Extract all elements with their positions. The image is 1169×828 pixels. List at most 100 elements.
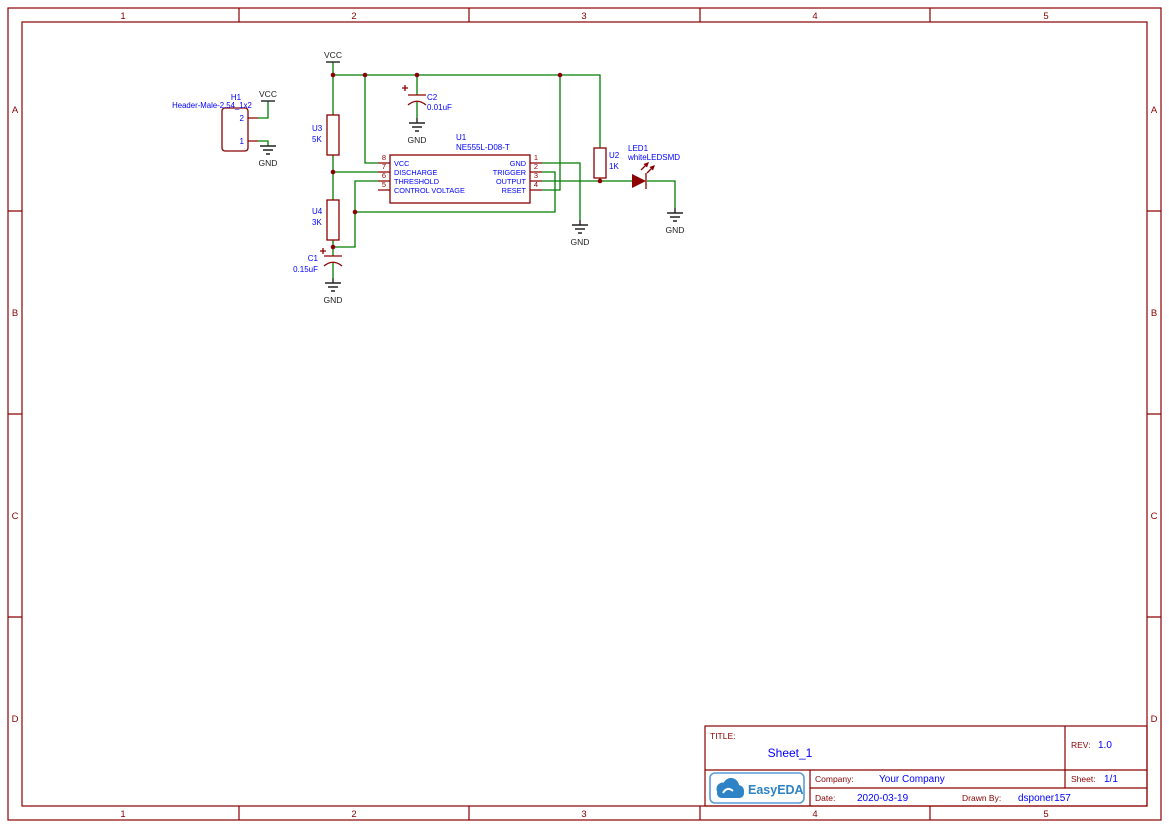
wire-gnd-pin1[interactable] bbox=[542, 162, 581, 220]
u1-part-name: NE555L-D08-T bbox=[456, 143, 510, 152]
wire-reset-vcc[interactable] bbox=[542, 75, 561, 191]
wire-h1-pin1-gnd[interactable] bbox=[258, 140, 269, 146]
gnd-label: GND bbox=[666, 225, 685, 235]
junction-dot bbox=[330, 169, 336, 175]
wire-h1-pin2-vcc[interactable] bbox=[258, 101, 269, 119]
frame-col-label: 1 bbox=[120, 809, 125, 820]
junction-dot bbox=[330, 244, 336, 250]
frame-row-label: A bbox=[12, 105, 19, 116]
frame-ticks bbox=[8, 8, 1161, 820]
resistor-u3-body[interactable] bbox=[326, 114, 340, 156]
vcc-label: VCC bbox=[259, 89, 277, 99]
ic-u1-body[interactable] bbox=[389, 154, 531, 204]
title-block: TITLE: Sheet_1 REV: 1.0 Sheet: 1/1 Compa… bbox=[704, 725, 1148, 807]
date-value: 2020-03-19 bbox=[857, 793, 909, 804]
gnd-symbol bbox=[260, 145, 276, 155]
ic-u1[interactable]: U1 NE555L-D08-T 8 7 6 5 1 2 3 4 VCC DISC… bbox=[378, 133, 542, 204]
c1-plate-bottom[interactable] bbox=[323, 261, 343, 267]
vcc-flag-top[interactable]: VCC bbox=[324, 50, 342, 63]
h1-pin1-number: 1 bbox=[240, 137, 245, 146]
gnd-symbol bbox=[409, 118, 425, 132]
frame-inner-border bbox=[21, 21, 1148, 807]
c1-plus-sign bbox=[320, 248, 326, 254]
u2-ref: U2 bbox=[609, 151, 620, 160]
u4-ref: U4 bbox=[312, 207, 323, 216]
u1-pin-name-output: OUTPUT bbox=[496, 177, 527, 186]
u1-pin-name-trigger: TRIGGER bbox=[493, 168, 526, 177]
easyeda-logo: EasyEDA bbox=[709, 772, 805, 804]
junction-dot bbox=[362, 72, 368, 78]
frame-row-label: B bbox=[12, 308, 18, 319]
frame-col-label: 3 bbox=[581, 11, 586, 22]
gnd-label: GND bbox=[408, 135, 427, 145]
u1-pin-stubs bbox=[378, 162, 542, 191]
wire-vcc-rail[interactable] bbox=[333, 74, 601, 148]
resistor-u3[interactable]: U3 5K bbox=[312, 114, 340, 156]
frame-col-label: 4 bbox=[812, 11, 817, 22]
h1-part-name: Header-Male-2.54_1x2 bbox=[172, 101, 252, 110]
junction-dot bbox=[414, 72, 420, 78]
u4-value: 3K bbox=[312, 218, 322, 227]
frame-row-label: D bbox=[12, 714, 19, 725]
frame-row-label: B bbox=[1151, 308, 1157, 319]
resistor-u2[interactable]: U2 1K bbox=[593, 147, 620, 179]
gnd-flag-c2[interactable]: GND bbox=[408, 118, 427, 145]
gnd-flag-c1[interactable]: GND bbox=[324, 278, 343, 305]
company-label: Company: bbox=[815, 774, 854, 784]
resistor-u2-body[interactable] bbox=[593, 147, 607, 179]
wire-pin8-vcc[interactable] bbox=[364, 75, 378, 164]
rev-label: REV: bbox=[1071, 740, 1091, 750]
frame-col-label: 1 bbox=[120, 11, 125, 22]
c2-value: 0.01uF bbox=[427, 103, 452, 112]
u1-pin3-number: 3 bbox=[534, 171, 538, 180]
frame-col-label: 2 bbox=[351, 11, 356, 22]
u3-value: 5K bbox=[312, 135, 322, 144]
led-led1[interactable]: LED1 whiteLEDSMD bbox=[627, 144, 680, 189]
junction-dot bbox=[557, 72, 563, 78]
capacitor-c1[interactable]: C1 0.15uF bbox=[293, 248, 343, 274]
junction-dot bbox=[330, 72, 336, 78]
junction-dot bbox=[352, 209, 358, 215]
gnd-flag-h1[interactable]: GND bbox=[259, 145, 278, 168]
led-triangle[interactable] bbox=[632, 174, 646, 188]
frame-col-label: 2 bbox=[351, 809, 356, 820]
capacitor-c2[interactable]: C2 0.01uF bbox=[402, 85, 452, 112]
frame-col-label: 5 bbox=[1043, 809, 1048, 820]
led-arrow-head bbox=[649, 165, 655, 171]
h1-pin-stubs bbox=[248, 117, 258, 142]
led1-ref: LED1 bbox=[628, 144, 649, 153]
c2-plate-bottom[interactable] bbox=[407, 100, 427, 106]
sheet-value: 1/1 bbox=[1104, 774, 1118, 785]
u1-pin-name-gnd: GND bbox=[510, 159, 526, 168]
u3-ref: U3 bbox=[312, 124, 323, 133]
wire-led-cathode-gnd[interactable] bbox=[647, 180, 676, 208]
gnd-label: GND bbox=[324, 295, 343, 305]
gnd-flag-ic[interactable]: GND bbox=[571, 220, 590, 247]
vcc-flag-h1[interactable]: VCC bbox=[259, 89, 277, 102]
connector-h1[interactable]: 2 1 H1 Header-Male-2.54_1x2 bbox=[172, 93, 258, 152]
u1-pin5-number: 5 bbox=[382, 180, 386, 189]
u1-pin8-number: 8 bbox=[382, 153, 386, 162]
u1-pin-name-threshold: THRESHOLD bbox=[394, 177, 439, 186]
wires bbox=[258, 62, 676, 278]
led-arrow-head bbox=[643, 162, 649, 168]
resistor-u4[interactable]: U4 3K bbox=[312, 199, 340, 241]
title-block-border bbox=[704, 725, 1148, 807]
wire-trigger[interactable] bbox=[355, 171, 556, 213]
title-block-dividers bbox=[705, 726, 1147, 806]
h1-pin2-number: 2 bbox=[240, 114, 245, 123]
drawn-by-value: dsponer157 bbox=[1018, 793, 1071, 804]
u1-pin-name-vcc: VCC bbox=[394, 159, 409, 168]
c2-plus-sign bbox=[402, 85, 408, 91]
u1-pin-name-discharge: DISCHARGE bbox=[394, 168, 438, 177]
u1-pin1-number: 1 bbox=[534, 153, 538, 162]
u1-pin7-number: 7 bbox=[382, 162, 386, 171]
drawn-by-label: Drawn By: bbox=[962, 793, 1001, 803]
resistor-u4-body[interactable] bbox=[326, 199, 340, 241]
gnd-flag-led[interactable]: GND bbox=[666, 208, 685, 235]
u1-pin2-number: 2 bbox=[534, 162, 538, 171]
connector-h1-body[interactable] bbox=[221, 107, 249, 152]
junction-dots bbox=[330, 72, 603, 250]
